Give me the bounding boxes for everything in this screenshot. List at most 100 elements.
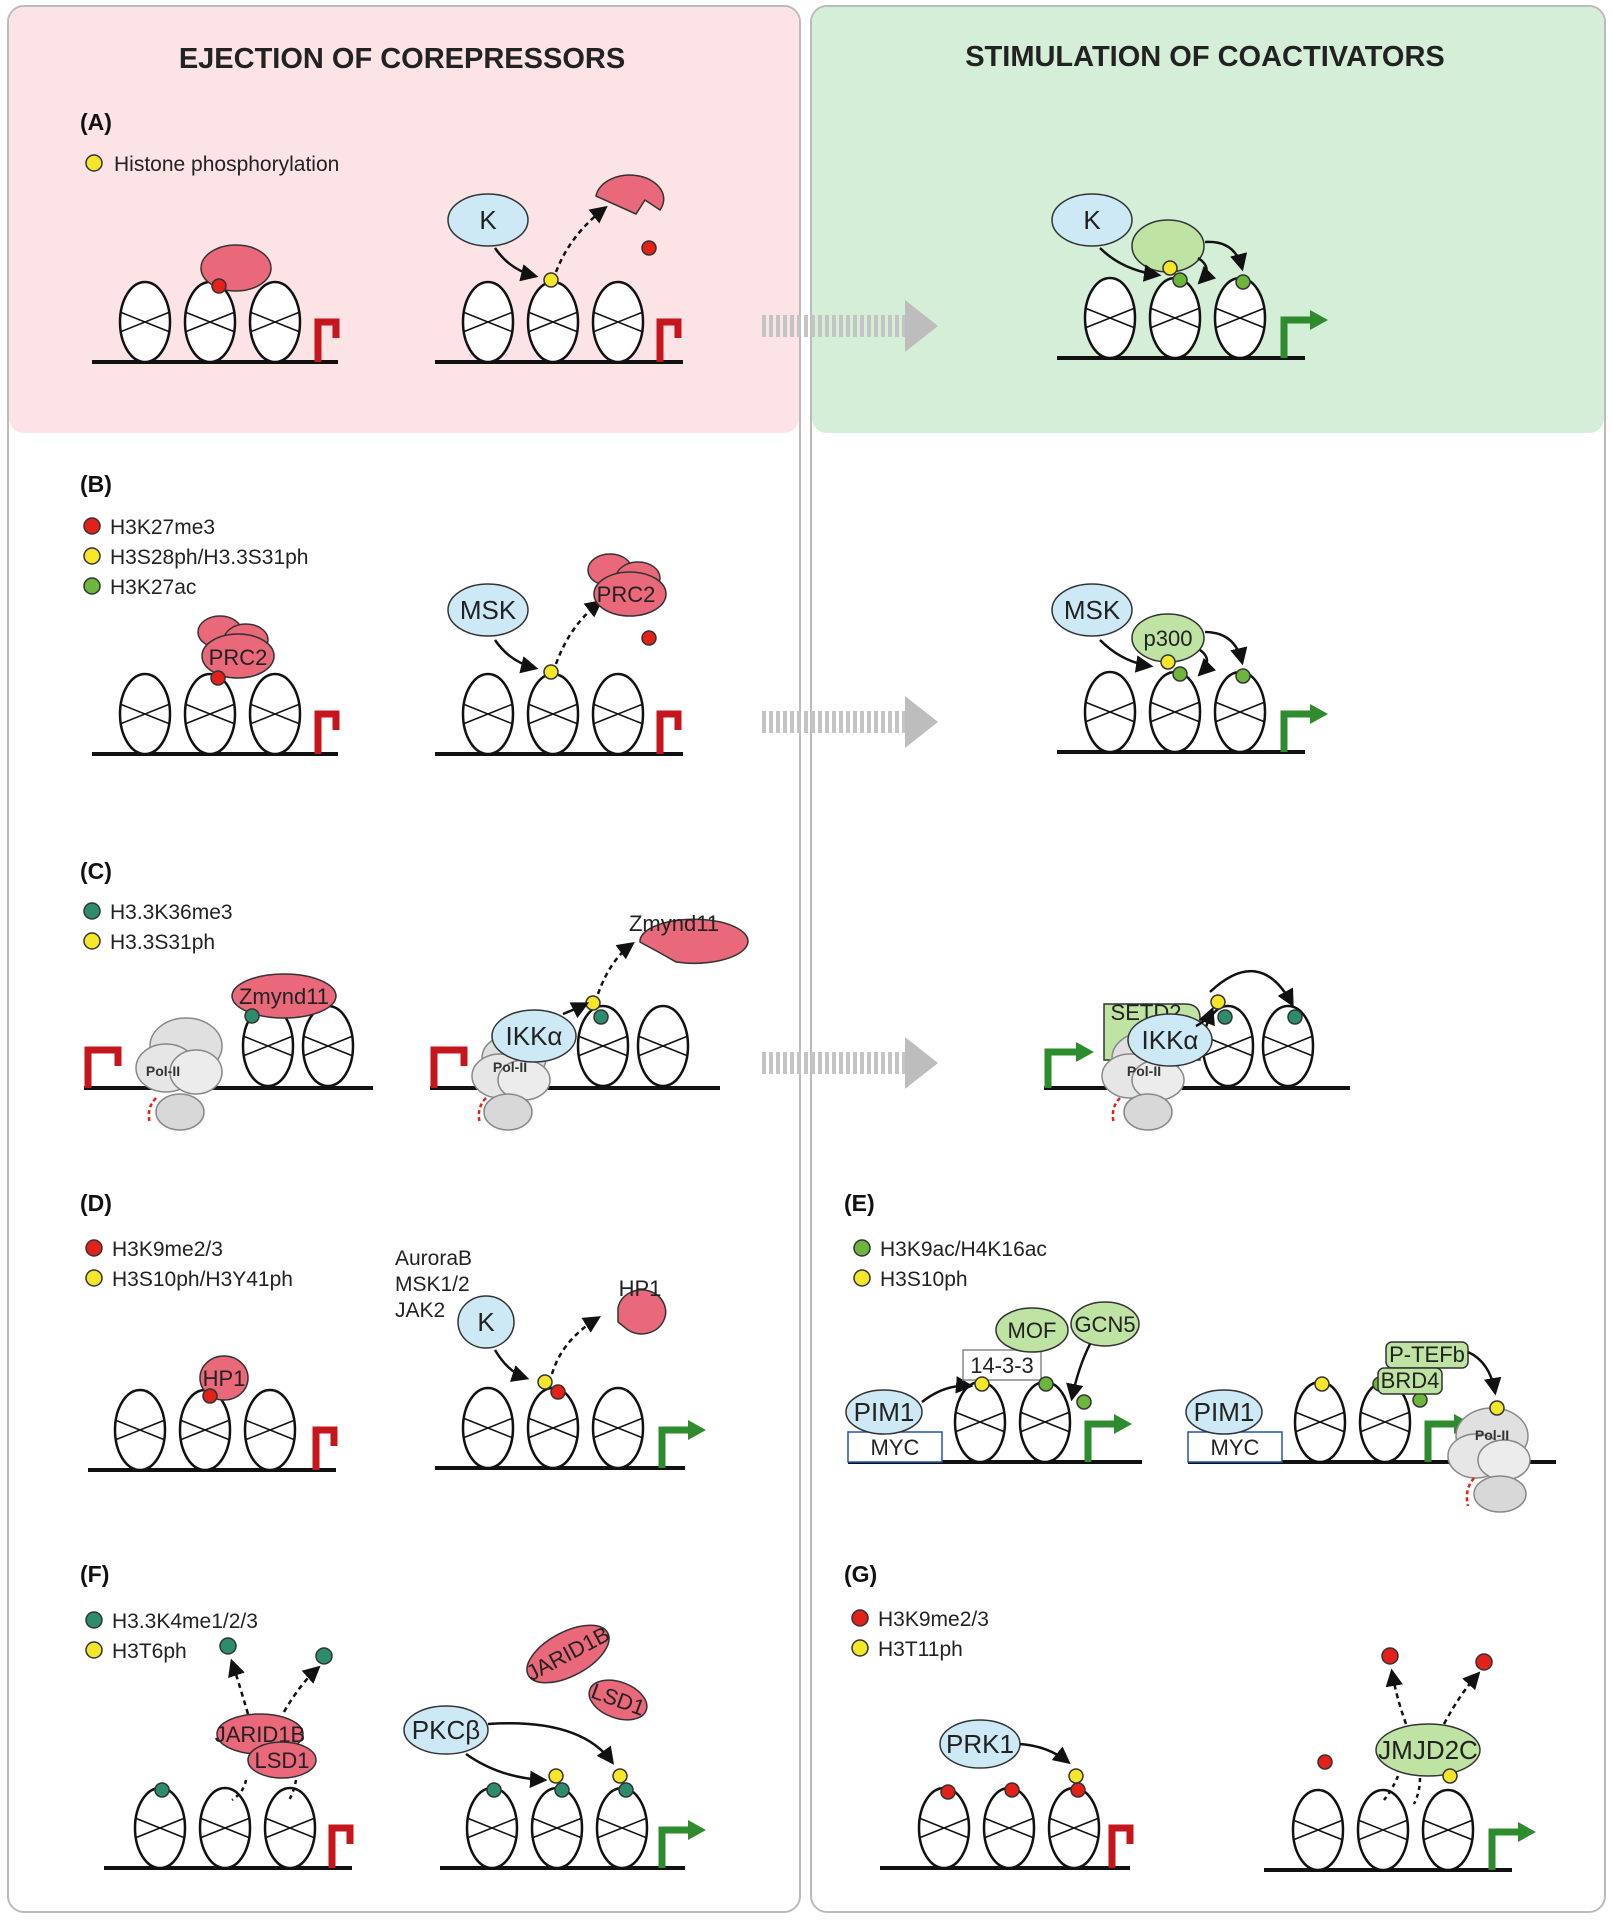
legend-b-text-2: H3S28ph/H3.3S31ph xyxy=(110,546,309,569)
mark-g-red-2 xyxy=(1004,1782,1020,1798)
arrow-c-eject xyxy=(596,941,635,995)
pkcb-label: PKCβ xyxy=(412,1715,480,1745)
arrow-a-right-phos xyxy=(1099,247,1162,282)
panel-f-label: (F) xyxy=(80,1561,109,1587)
legend-f-text-1: H3.3K4me1/2/3 xyxy=(112,1610,258,1633)
kinase-a-right xyxy=(1051,193,1133,247)
adaptor-14-3-3 xyxy=(962,1349,1042,1381)
pol-e-label: Pol-II xyxy=(1475,1427,1509,1443)
legend-d-text-2: H3S10ph/H3Y41ph xyxy=(112,1268,293,1291)
ikk-mid-label: IKKα xyxy=(506,1021,563,1051)
mark-b-red xyxy=(210,670,226,686)
legend-a-yellow-dot xyxy=(85,154,103,172)
pol-c-mid-label: Pol-II xyxy=(493,1059,527,1075)
legend-d-yellow-dot xyxy=(85,1269,103,1287)
f-contact-lines xyxy=(231,1779,298,1803)
mark-e-right-green-2 xyxy=(1412,1392,1428,1408)
mark-a-yellow xyxy=(543,272,559,288)
mark-c-right-teal-2 xyxy=(1287,1009,1303,1025)
mark-a-right-yellow xyxy=(1162,260,1178,276)
chromatin-d-left xyxy=(88,1388,338,1472)
legend-d-text-1: H3K9me2/3 xyxy=(112,1238,223,1261)
legend-c-text-2: H3.3S31ph xyxy=(110,931,215,954)
kinase-list-3: JAK2 xyxy=(395,1299,445,1322)
arrow-g-demeth-2 xyxy=(1442,1671,1481,1725)
arrow-d-eject xyxy=(550,1316,601,1375)
legend-g-red-dot xyxy=(851,1609,869,1627)
panel-g-label: (G) xyxy=(844,1561,877,1587)
mark-g-red-1 xyxy=(940,1784,956,1800)
mark-b-yellow xyxy=(543,664,559,680)
legend-g-text-2: H3T11ph xyxy=(878,1638,963,1661)
mark-f-teal-left xyxy=(154,1782,170,1798)
mark-e-right-yellow-2 xyxy=(1489,1400,1505,1416)
mark-c-mid-yellow xyxy=(585,995,601,1011)
prk1-label: PRK1 xyxy=(946,1729,1014,1759)
demethylase-jmjd2c xyxy=(1375,1723,1481,1777)
chromatin-b-left xyxy=(92,672,340,756)
kinase-list-2: MSK1/2 xyxy=(395,1273,470,1296)
kinase-a-right-label: K xyxy=(1083,205,1101,235)
panel-a-label: (A) xyxy=(80,109,112,135)
kinase-ikk-right xyxy=(1127,1013,1213,1067)
legend-e-green-dot xyxy=(853,1239,871,1257)
chromatin-a-right xyxy=(1057,276,1328,360)
ikk-right-label: IKKα xyxy=(1142,1025,1199,1055)
mark-a-right-green-2 xyxy=(1235,274,1251,290)
lsd1-left-label: LSD1 xyxy=(254,1748,309,1773)
arrow-e-right-phos xyxy=(1467,1350,1502,1396)
legend-b-text-3: H3K27ac xyxy=(110,576,196,599)
mark-d-red-mid xyxy=(550,1384,566,1400)
mark-a-red xyxy=(211,278,227,294)
transition-arrow-a xyxy=(762,300,938,352)
legend-e-yellow-dot xyxy=(853,1269,871,1287)
corepressor-a-ejected xyxy=(595,174,665,215)
kinase-b-mid xyxy=(447,583,529,637)
legend-b-red-dot xyxy=(83,517,101,535)
mark-f-mid-teal-2 xyxy=(554,1782,570,1798)
panel-c-label: (C) xyxy=(80,858,112,884)
kinase-b-right xyxy=(1051,583,1133,637)
mark-g-right-red xyxy=(1317,1754,1333,1770)
mark-f-mid-yellow-2 xyxy=(612,1768,628,1784)
arrow-b-right-ac1 xyxy=(1197,648,1217,677)
kinase-pkcb xyxy=(403,1705,489,1755)
mark-f-mid-yellow-1 xyxy=(548,1768,564,1784)
ptefb-label: P-TEFb xyxy=(1389,1342,1465,1367)
mark-e-green-2 xyxy=(1076,1394,1092,1410)
gcn5-label: GCN5 xyxy=(1074,1312,1135,1337)
transition-arrow-c xyxy=(762,1037,938,1089)
legend-b-green-dot xyxy=(83,577,101,595)
jmjd2c-label: JMJD2C xyxy=(1378,1735,1478,1765)
mark-e-yellow xyxy=(974,1376,990,1392)
arrow-f-demeth-1 xyxy=(228,1658,250,1715)
chromatin-f-left xyxy=(104,1786,354,1870)
arrow-a-right-ac1 xyxy=(1197,256,1217,285)
pim1-right-label: PIM1 xyxy=(1194,1397,1255,1427)
corepressor-lsd1-left xyxy=(247,1741,317,1779)
panel-d-label: (D) xyxy=(80,1190,112,1216)
corepressor-jarid1b-ejected xyxy=(526,1624,610,1684)
myc-right-label: MYC xyxy=(1211,1435,1260,1460)
arrow-f-phos-1 xyxy=(465,1752,548,1789)
zmynd11-left-label: Zmynd11 xyxy=(239,984,329,1009)
legend-c-teal-dot xyxy=(83,902,101,920)
mark-b-right-yellow xyxy=(1160,654,1176,670)
chromatin-c-left xyxy=(84,1004,373,1131)
kinase-d-label: K xyxy=(477,1307,495,1337)
arrow-g-phos xyxy=(1019,1742,1071,1765)
mark-g-red-released-2 xyxy=(1475,1653,1493,1671)
mark-d-yellow xyxy=(537,1374,553,1390)
kinase-a-mid-label: K xyxy=(479,205,497,235)
brd4-label: BRD4 xyxy=(1381,1368,1440,1393)
mark-f-teal-released-2 xyxy=(315,1647,333,1665)
coactivator-mof xyxy=(995,1307,1069,1353)
mof-label: MOF xyxy=(1008,1318,1057,1343)
chromatin-e-right xyxy=(1188,1380,1556,1513)
legend-c-yellow-dot xyxy=(83,932,101,950)
legend-e-text-2: H3S10ph xyxy=(880,1268,968,1291)
mark-b-red-ejected xyxy=(641,630,657,646)
mark-g-red-released-1 xyxy=(1381,1647,1399,1665)
mark-c-teal xyxy=(244,1008,260,1024)
kinase-ikk-mid xyxy=(491,1009,577,1063)
